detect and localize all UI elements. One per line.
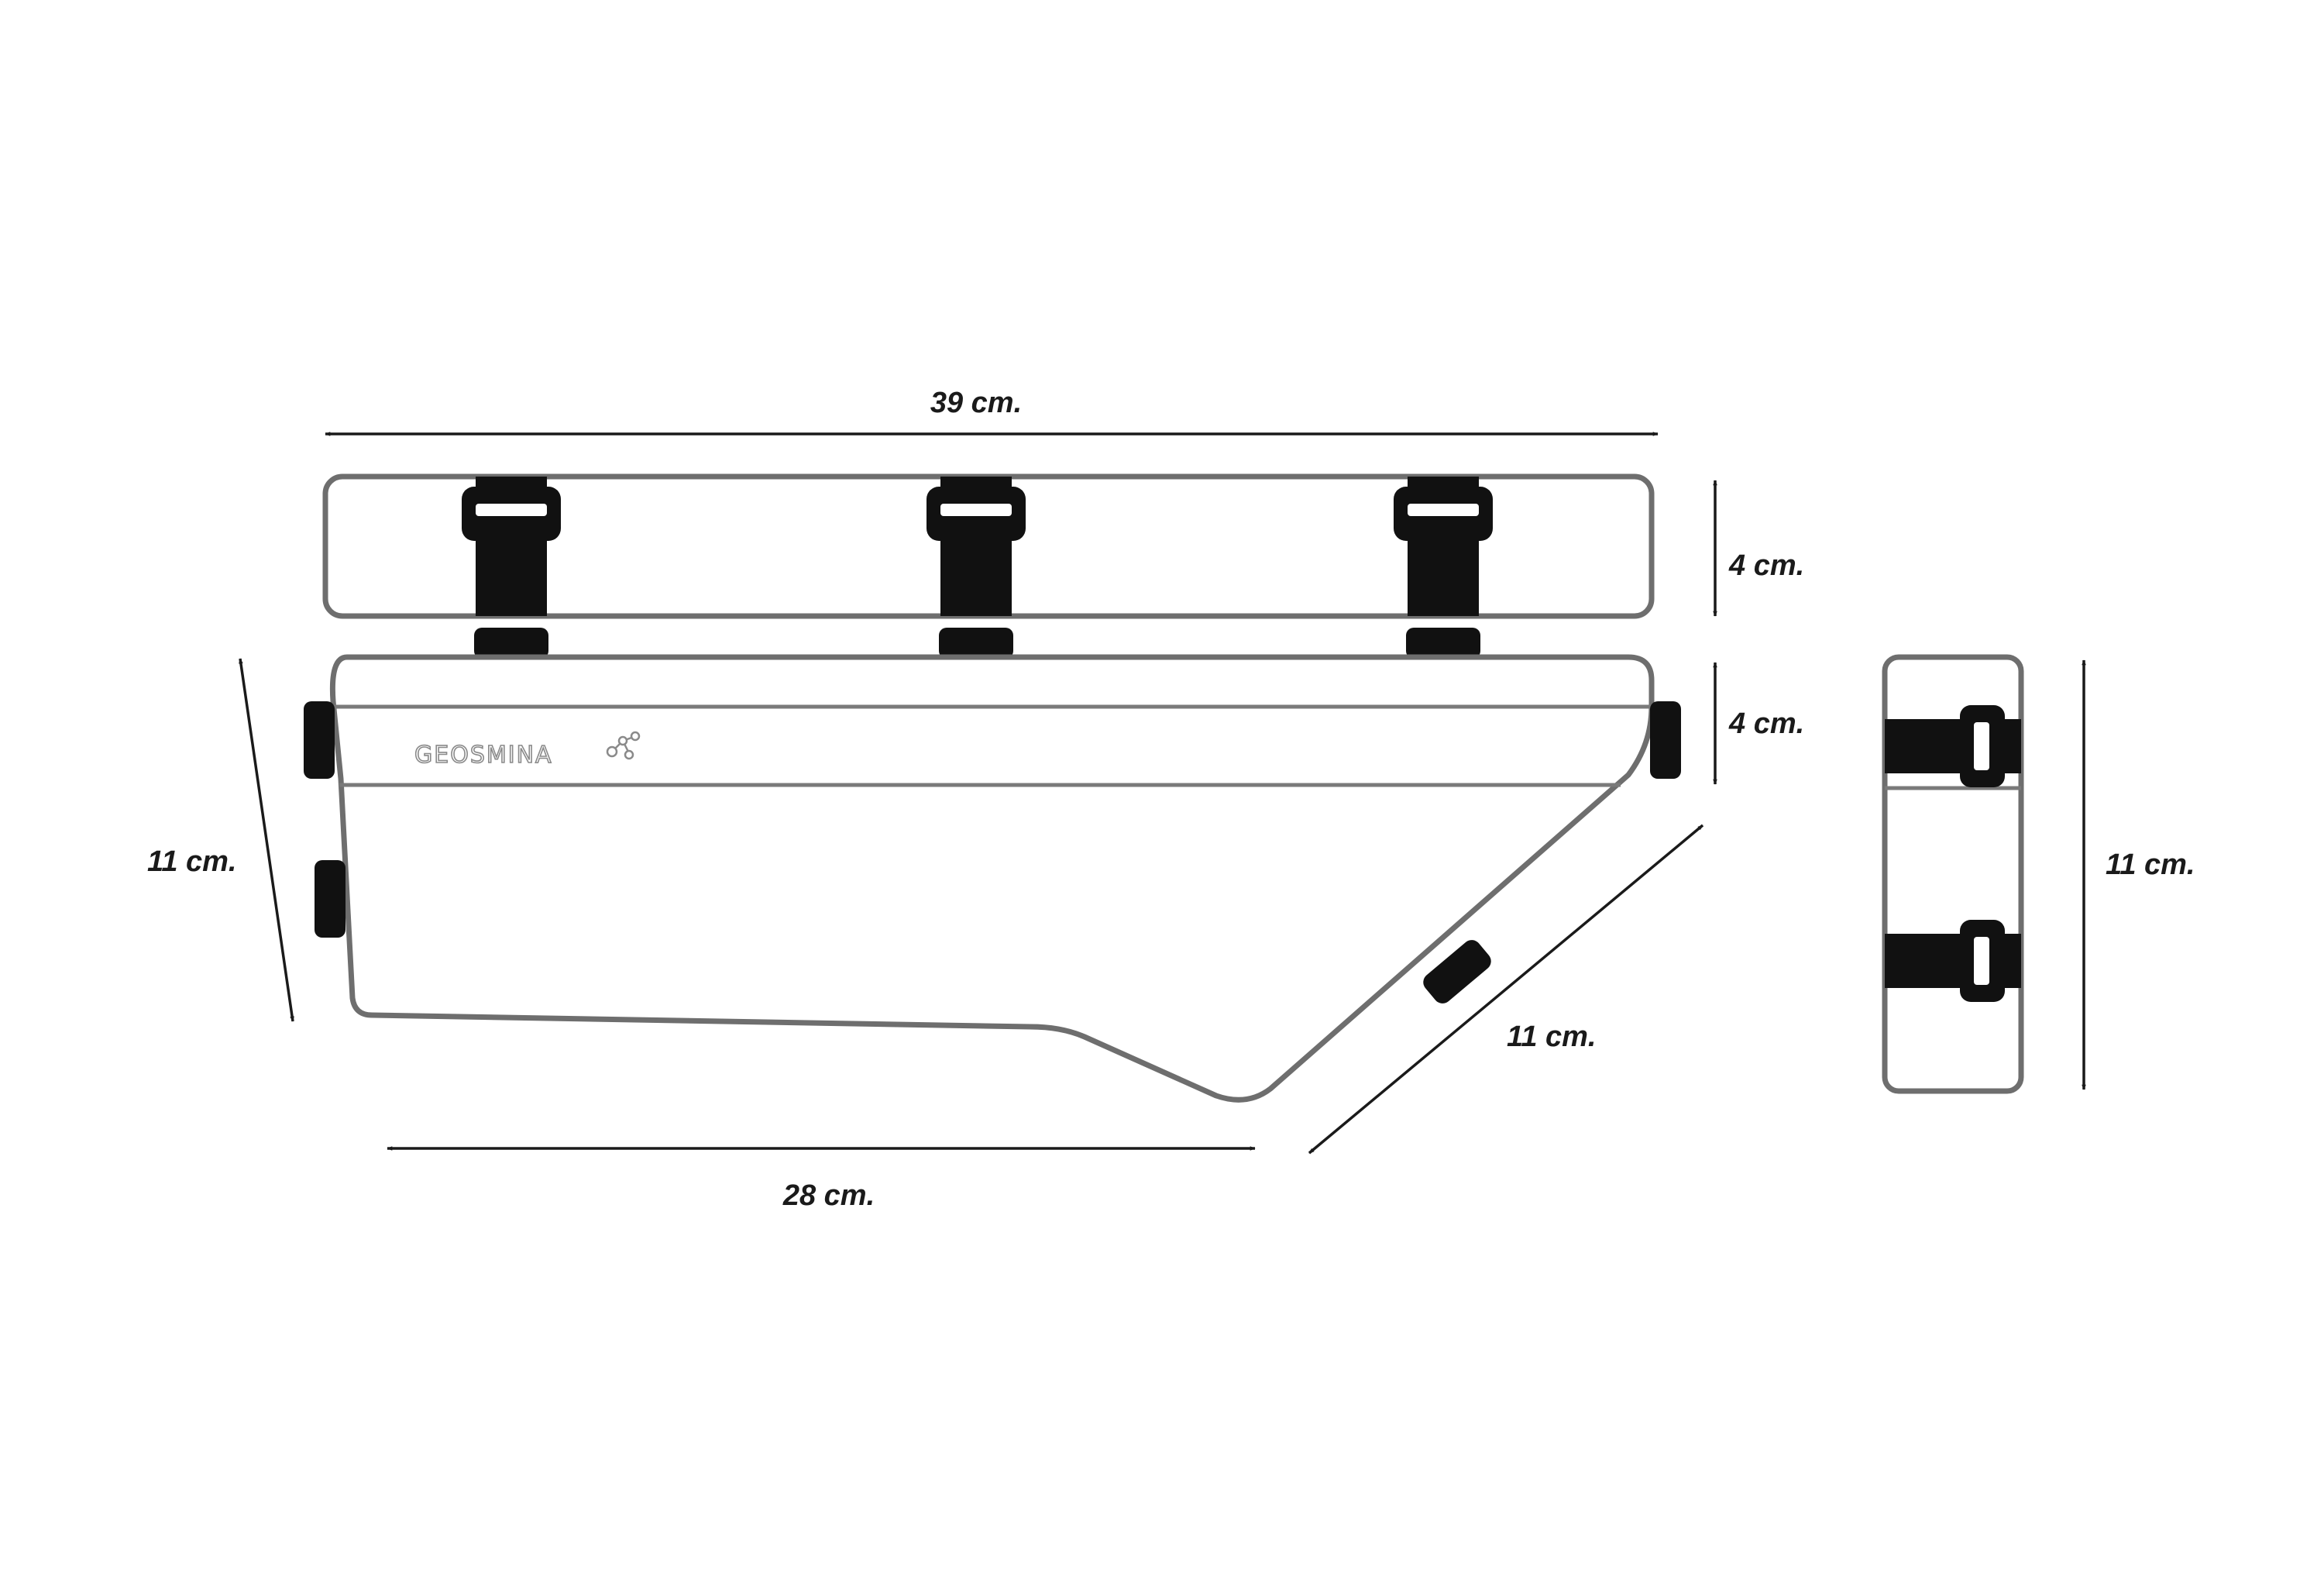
side-view-strap-1 (1885, 705, 2021, 787)
label-front-height: 11 cm. (147, 845, 236, 878)
side-view (1882, 654, 2024, 1094)
label-top-height: 4 cm. (1728, 549, 1804, 582)
label-side-height: 11 cm. (2106, 849, 2195, 881)
label-diagonal: 11 cm. (1507, 1021, 1596, 1053)
dimension-lines (239, 432, 2086, 1155)
brand-logo-text: GEOSMINA (414, 742, 553, 769)
top-bag-strap-3 (1394, 477, 1493, 659)
strap-tab (304, 701, 335, 779)
dimension-line-front-height (239, 658, 294, 1022)
strap-tab (939, 628, 1013, 659)
top-bag-strap-2 (927, 477, 1026, 659)
side-view-strap-2 (1885, 920, 2021, 1002)
brand-logo: GEOSMINA (414, 731, 641, 769)
strap-tab (1406, 628, 1480, 659)
dimension-line-diagonal (1308, 824, 1704, 1155)
dimension-labels: 39 cm. 4 cm. 4 cm. 11 cm. 28 cm. 11 cm. … (147, 387, 2195, 1212)
label-main-top-height: 4 cm. (1728, 707, 1804, 740)
main-bag: GEOSMINA (304, 654, 1681, 1103)
top-bag (322, 473, 1655, 659)
strap-tab (315, 860, 346, 938)
top-bag-strap-1 (462, 477, 561, 659)
label-top-length: 39 cm. (930, 387, 1022, 419)
strap-tab (474, 628, 548, 659)
strap-tab (1650, 701, 1681, 779)
molecule-icon (606, 731, 641, 760)
label-bottom-length: 28 cm. (782, 1179, 875, 1212)
